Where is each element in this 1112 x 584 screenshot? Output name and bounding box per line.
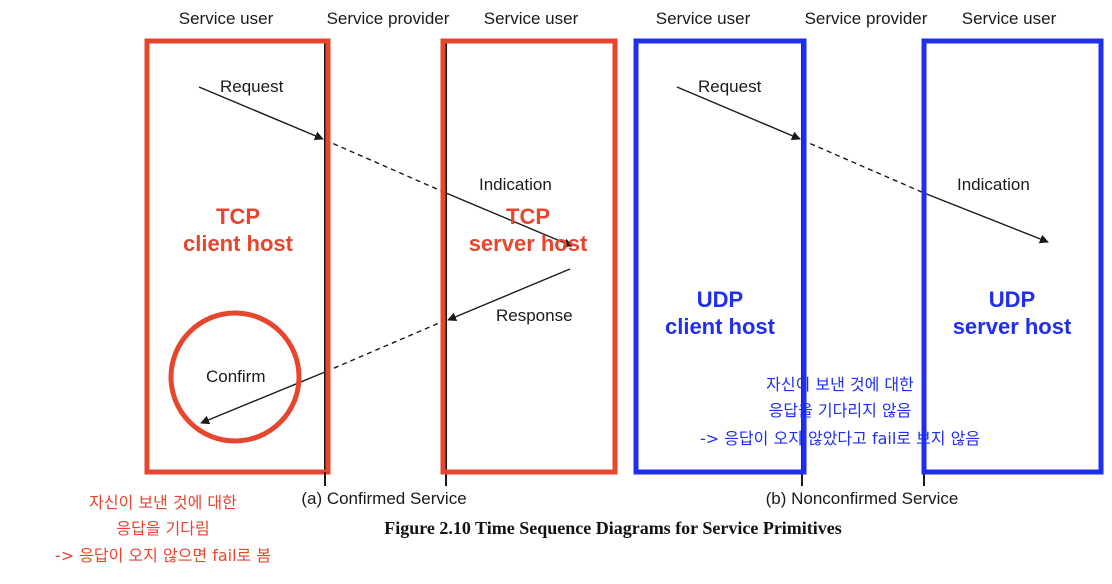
response-arrow-left: [447, 268, 571, 322]
indication-arrow-right: [923, 192, 1049, 244]
provider-dashed-forward-right: [801, 139, 925, 194]
response-label-left: Response: [496, 306, 573, 325]
tcp-client-host-title-2: client host: [183, 231, 294, 256]
udp-client-host-title-1: UDP: [697, 287, 743, 312]
tcp-note-line-1: 자신이 보낸 것에 대한: [89, 493, 237, 512]
udp-note-line-3: -> 응답이 오지 않았다고 fail로 보지 않음: [700, 429, 980, 448]
provider-dashed-back-left: [324, 319, 447, 373]
indication-label-right: Indication: [957, 175, 1030, 194]
confirm-label-left: Confirm: [206, 367, 266, 386]
confirm-arrow-left: [200, 371, 326, 425]
nonconfirmed-service-subtitle: (b) Nonconfirmed Service: [766, 489, 959, 508]
header-right-service-provider: Service provider: [805, 9, 928, 28]
tcp-server-host-box: [440, 38, 618, 475]
confirm-highlight-circle: [168, 310, 302, 444]
tcp-note-line-3: -> 응답이 오지 않으면 fail로 봄: [55, 546, 271, 565]
tcp-client-host-box: [144, 38, 331, 475]
udp-client-host-box: [633, 38, 807, 475]
header-right-service-user-2: Service user: [962, 9, 1057, 28]
figure-caption: Figure 2.10 Time Sequence Diagrams for S…: [384, 518, 842, 538]
request-arrow-left: [198, 86, 324, 141]
udp-server-host-title-2: server host: [953, 314, 1072, 339]
header-left-service-user-2: Service user: [484, 9, 579, 28]
header-right-service-user-1: Service user: [656, 9, 751, 28]
request-label-left: Request: [220, 77, 284, 96]
udp-client-host-title-2: client host: [665, 314, 776, 339]
tcp-server-host-title-1: TCP: [506, 204, 550, 229]
header-left-service-user-1: Service user: [179, 9, 274, 28]
tcp-note-line-2: 응답을 기다림: [116, 519, 209, 538]
request-arrow-right: [676, 86, 801, 140]
request-label-right: Request: [698, 77, 762, 96]
udp-server-host-title-1: UDP: [989, 287, 1035, 312]
udp-server-host-box: [921, 38, 1104, 475]
header-left-service-provider: Service provider: [327, 9, 450, 28]
tcp-client-host-title-1: TCP: [216, 204, 260, 229]
udp-note-line-2: 응답을 기다리지 않음: [769, 401, 912, 420]
udp-note-line-1: 자신이 보낸 것에 대한: [766, 375, 914, 394]
indication-arrow-left: [445, 192, 573, 248]
tcp-server-host-title-2: server host: [469, 231, 588, 256]
provider-dashed-forward-left: [324, 139, 447, 194]
indication-label-left: Indication: [479, 175, 552, 194]
confirmed-service-subtitle: (a) Confirmed Service: [301, 489, 466, 508]
